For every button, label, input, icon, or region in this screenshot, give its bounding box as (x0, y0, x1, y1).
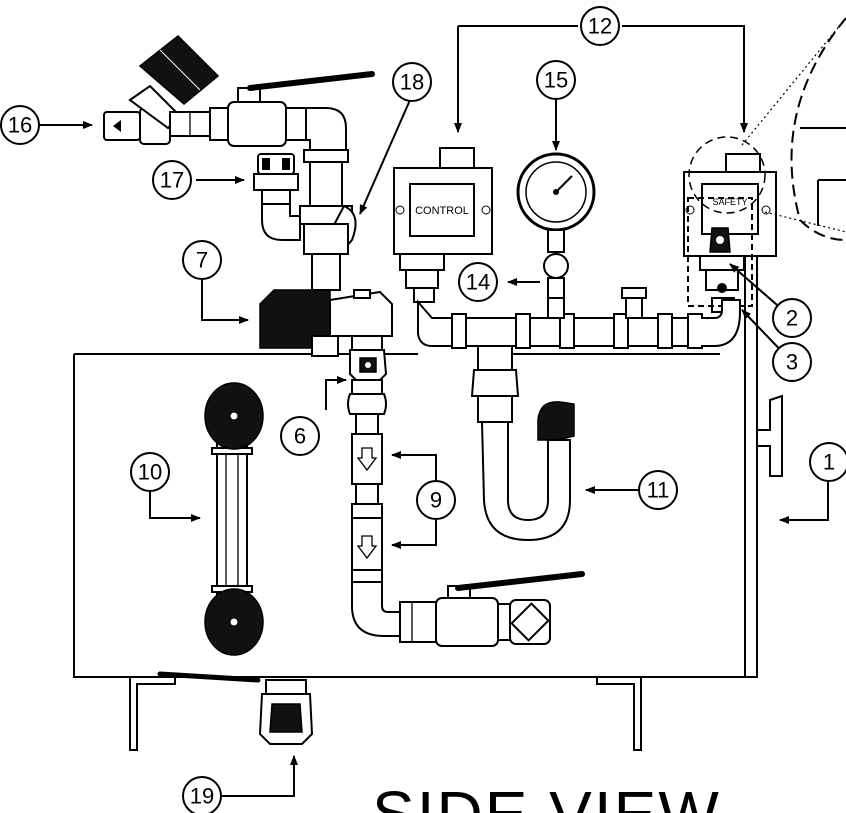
svg-text:9: 9 (430, 488, 442, 513)
inlet-ball-valve (209, 71, 375, 147)
callout-11: 11 (638, 470, 678, 510)
callout-17: 17 (152, 160, 192, 200)
solenoid-valve (259, 289, 393, 357)
svg-text:12: 12 (588, 14, 612, 39)
control-label: CONTROL (415, 205, 469, 217)
svg-text:14: 14 (466, 270, 490, 295)
detail-magnifier (741, 17, 846, 241)
control-switch (393, 147, 493, 303)
callout-19: 19 (182, 776, 222, 813)
callout-14: 14 (458, 262, 498, 302)
svg-text:16: 16 (8, 113, 32, 138)
svg-text:18: 18 (400, 70, 424, 95)
callout-10: 10 (130, 452, 170, 492)
svg-text:19: 19 (190, 784, 214, 809)
callout-3: 3 (772, 342, 812, 382)
safety-switch (683, 136, 777, 313)
callout-12: 12 (580, 6, 620, 46)
sight-glass (204, 382, 264, 656)
svg-text:6: 6 (294, 424, 306, 449)
svg-text:10: 10 (138, 460, 162, 485)
callout-18: 18 (392, 62, 432, 102)
svg-text:1: 1 (823, 450, 835, 475)
drain-trap (470, 345, 575, 542)
svg-text:3: 3 (786, 350, 798, 375)
callout-1: 1 (809, 442, 846, 482)
svg-text:15: 15 (544, 68, 568, 93)
inlet-elbow (299, 107, 357, 291)
safety-label: SAFETY (712, 197, 747, 207)
pressure-gauge (516, 152, 596, 299)
bottom-drain-valve (157, 671, 314, 745)
tank-legs (129, 677, 642, 751)
view-title: SIDE VIEW (372, 778, 721, 813)
fill-line (347, 335, 401, 637)
inlet-strainer (103, 34, 220, 145)
callout-7: 7 (182, 240, 222, 280)
svg-text:2: 2 (786, 306, 798, 331)
callout-6: 6 (280, 416, 320, 456)
drain-ball-valve (399, 571, 585, 647)
callout-2: 2 (772, 298, 812, 338)
manifold-pipe (417, 287, 741, 349)
svg-text:7: 7 (196, 248, 208, 273)
callout-15: 15 (536, 60, 576, 100)
callout-16: 16 (0, 105, 40, 145)
vacuum-breaker (253, 153, 301, 241)
lid-handle (756, 394, 783, 477)
svg-text:17: 17 (160, 168, 184, 193)
callout-9: 9 (416, 480, 456, 520)
svg-text:11: 11 (647, 478, 670, 503)
